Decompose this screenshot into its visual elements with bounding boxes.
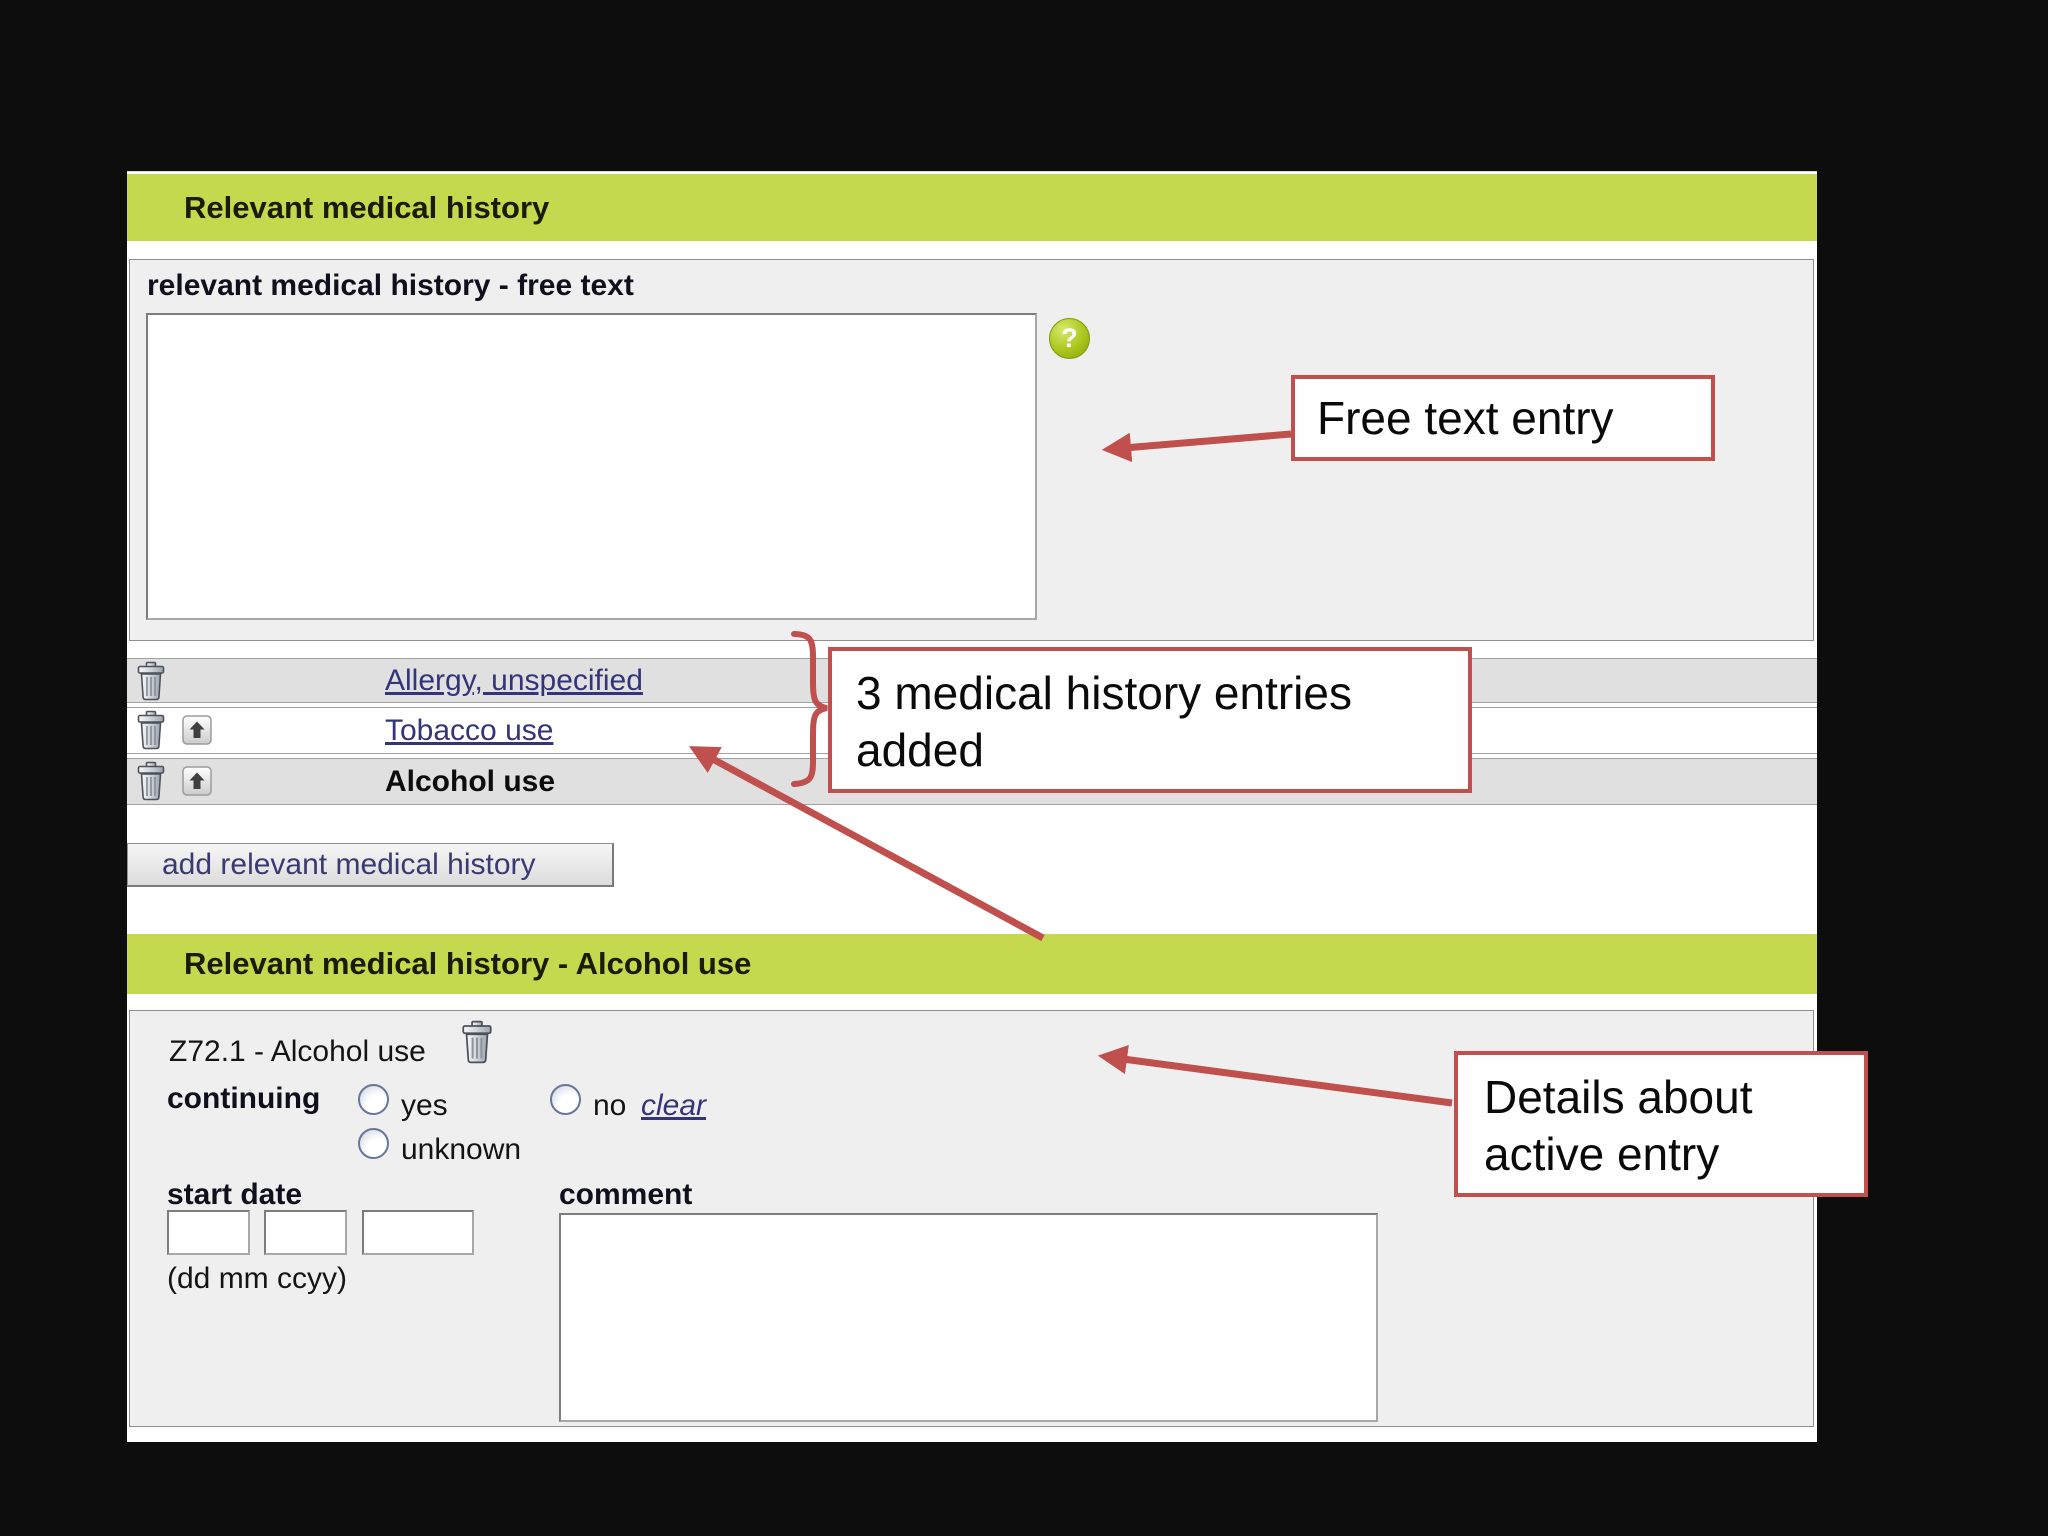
- comment-label: comment: [559, 1178, 693, 1211]
- trash-icon[interactable]: [460, 1020, 494, 1069]
- clear-link[interactable]: clear: [641, 1089, 707, 1122]
- entry-link-tobacco[interactable]: Tobacco use: [385, 713, 554, 747]
- move-up-button[interactable]: [182, 766, 212, 801]
- radio-unknown[interactable]: [358, 1128, 389, 1159]
- radio-no-label: no: [593, 1089, 627, 1122]
- trash-icon[interactable]: [136, 710, 166, 755]
- radio-yes-label: yes: [401, 1089, 448, 1122]
- trash-icon[interactable]: [136, 661, 166, 706]
- continuing-label: continuing: [167, 1082, 321, 1115]
- annotation-free-text-entry: Free text entry: [1291, 375, 1715, 461]
- entry-code-title: Z72.1 - Alcohol use: [169, 1035, 426, 1068]
- add-relevant-medical-history-button[interactable]: add relevant medical history: [127, 843, 614, 887]
- move-up-button[interactable]: [182, 715, 212, 750]
- start-date-label: start date: [167, 1178, 303, 1211]
- section-header-alcohol-use: Relevant medical history - Alcohol use: [127, 934, 1817, 994]
- free-text-textarea[interactable]: [146, 313, 1037, 620]
- section-header-label: Relevant medical history - Alcohol use: [184, 946, 752, 981]
- start-date-year-input[interactable]: [362, 1210, 474, 1255]
- start-date-month-input[interactable]: [264, 1210, 347, 1255]
- medical-history-form: Relevant medical history relevant medica…: [127, 171, 1817, 1442]
- section-header-label: Relevant medical history: [184, 189, 550, 225]
- trash-icon[interactable]: [136, 761, 166, 806]
- entry-active-alcohol[interactable]: Alcohol use: [385, 764, 556, 798]
- date-format-hint: (dd mm ccyy): [167, 1262, 347, 1295]
- start-date-day-input[interactable]: [167, 1210, 250, 1255]
- radio-unknown-label: unknown: [401, 1133, 522, 1166]
- alcohol-use-detail-section: Z72.1 - Alcohol use continuing yes no cl…: [129, 1010, 1814, 1427]
- comment-textarea[interactable]: [559, 1213, 1378, 1422]
- annotation-entries-added: 3 medical history entries added: [828, 647, 1472, 793]
- radio-yes[interactable]: [358, 1084, 389, 1115]
- section-header-relevant-medical-history: Relevant medical history: [127, 174, 1817, 241]
- help-icon[interactable]: ?: [1049, 318, 1090, 359]
- entry-link-allergy[interactable]: Allergy, unspecified: [385, 663, 643, 697]
- annotation-details-active-entry: Details about active entry: [1454, 1051, 1868, 1197]
- free-text-label: relevant medical history - free text: [147, 269, 634, 302]
- radio-no[interactable]: [550, 1084, 581, 1115]
